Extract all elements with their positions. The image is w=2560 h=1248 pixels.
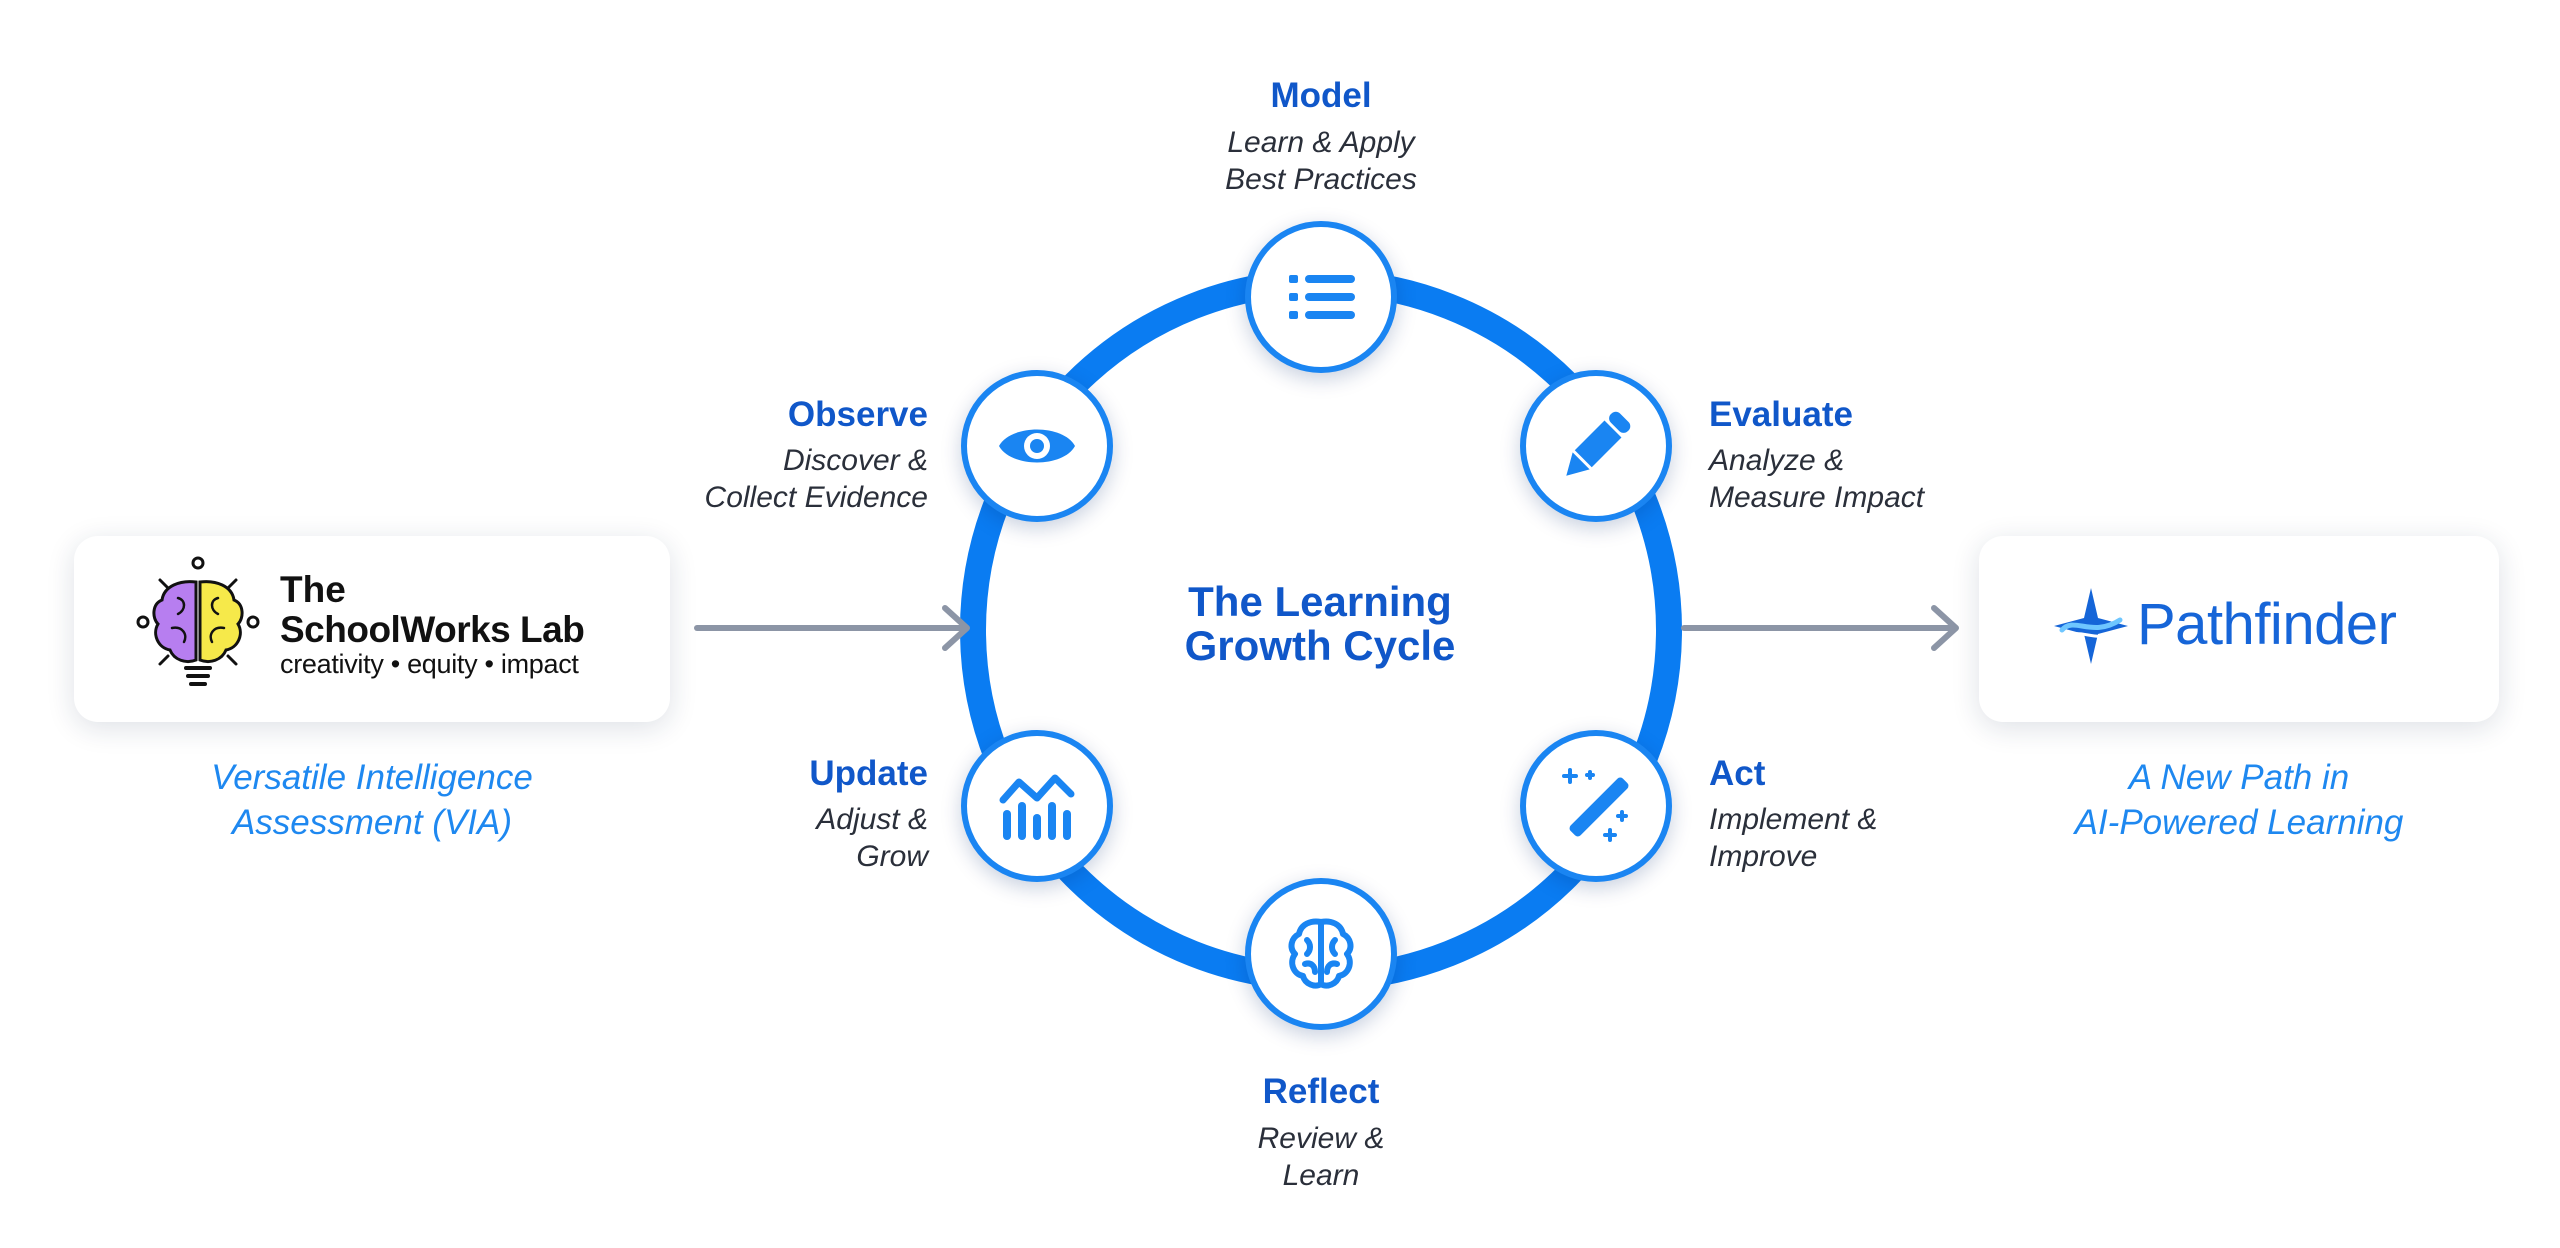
pathfinder-star-logo-icon	[2054, 588, 2128, 664]
brain-lightbulb-logo-icon	[136, 556, 260, 686]
eye-icon	[999, 429, 1075, 463]
schoolworks-lab-wordmark: The SchoolWorks Lab creativity • equity …	[280, 569, 585, 679]
pencil-icon	[1566, 411, 1631, 476]
act-title: Act	[1709, 754, 1766, 793]
chart-icon	[999, 774, 1075, 840]
logo-tagline: creativity • equity • impact	[280, 649, 579, 679]
via-subtitle: Versatile Intelligence Assessment (VIA)	[211, 758, 533, 842]
list-icon	[1289, 275, 1355, 319]
model-node	[1245, 221, 1397, 373]
magic-wand-icon	[1562, 768, 1629, 842]
model-title: Model	[1270, 76, 1372, 115]
logo-line-name: SchoolWorks Lab	[280, 609, 585, 650]
pathfinder-wordmark: Pathfinder	[2137, 592, 2397, 657]
reflect-title: Reflect	[1262, 1072, 1380, 1111]
observe-node	[961, 370, 1113, 522]
update-desc: Adjust & Grow	[816, 803, 928, 873]
observe-desc: Discover & Collect Evidence	[704, 444, 928, 514]
model-desc: Learn & Apply Best Practices	[1225, 126, 1417, 196]
observe-title: Observe	[787, 395, 928, 434]
act-node	[1520, 730, 1672, 882]
logo-line-the: The	[280, 569, 346, 610]
act-desc: Implement & Improve	[1709, 803, 1878, 873]
update-node	[961, 730, 1113, 882]
evaluate-node	[1520, 370, 1672, 522]
evaluate-title: Evaluate	[1709, 395, 1853, 434]
reflect-desc: Review & Learn	[1257, 1122, 1385, 1192]
arrow-right	[1681, 605, 1959, 651]
arrow-left	[694, 605, 970, 651]
brain-icon	[1288, 918, 1354, 989]
reflect-node	[1245, 878, 1397, 1030]
update-title: Update	[809, 754, 928, 793]
cycle-title: The Learning Growth Cycle	[1184, 578, 1456, 669]
pathfinder-subtitle: A New Path in AI-Powered Learning	[2074, 758, 2404, 842]
evaluate-desc: Analyze & Measure Impact	[1709, 444, 1925, 514]
